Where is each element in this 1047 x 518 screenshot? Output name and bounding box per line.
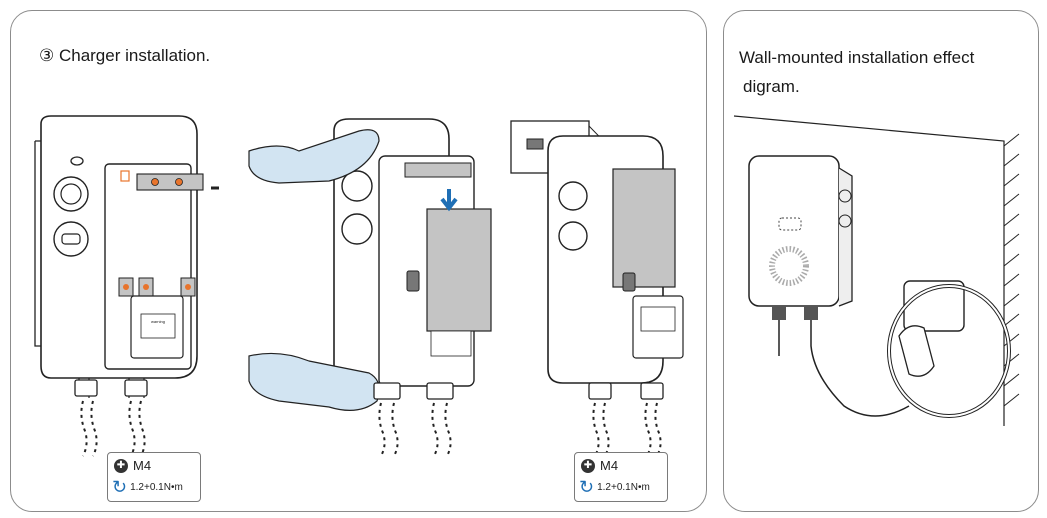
wall-mount-effect-panel: Wall-mounted installation effect digram. xyxy=(723,10,1039,512)
charger-mounting-illustration-2 xyxy=(248,118,492,457)
charger-bracket-illustration-3 xyxy=(510,120,684,457)
wall-mount-title-line1: Wall-mounted installation effect xyxy=(739,48,975,67)
wall-mounted-charger-illustration xyxy=(733,115,1020,426)
charger-installation-panel: ③ Charger installation. warning xyxy=(10,10,707,512)
rotation-arrow-icon: ↻ xyxy=(112,477,128,497)
rotation-arrow-icon: ↻ xyxy=(579,477,595,497)
screw-head-icon: ✚ xyxy=(114,458,128,473)
torque-spec-box-2: ✚ M4 ↻ 1.2+0.1N•m xyxy=(574,452,668,502)
step-title: ③ Charger installation. xyxy=(39,46,211,65)
svg-text:warning: warning xyxy=(151,319,165,324)
screw-size: M4 xyxy=(133,458,152,473)
torque-value: 1.2+0.1N•m xyxy=(130,481,183,493)
screw-head-icon: ✚ xyxy=(581,458,595,473)
glove-hand-icon xyxy=(248,129,380,184)
torque-spec-box-1: ✚ M4 ↻ 1.2+0.1N•m xyxy=(107,452,201,502)
wall-mount-title-line2: digram. xyxy=(743,77,800,96)
charger-back-illustration-1: warning xyxy=(34,115,219,457)
screw-size: M4 xyxy=(600,458,619,473)
down-arrow-icon xyxy=(440,189,458,212)
wall-mount-title: Wall-mounted installation effect digram. xyxy=(739,43,1029,101)
torque-value: 1.2+0.1N•m xyxy=(597,481,650,493)
